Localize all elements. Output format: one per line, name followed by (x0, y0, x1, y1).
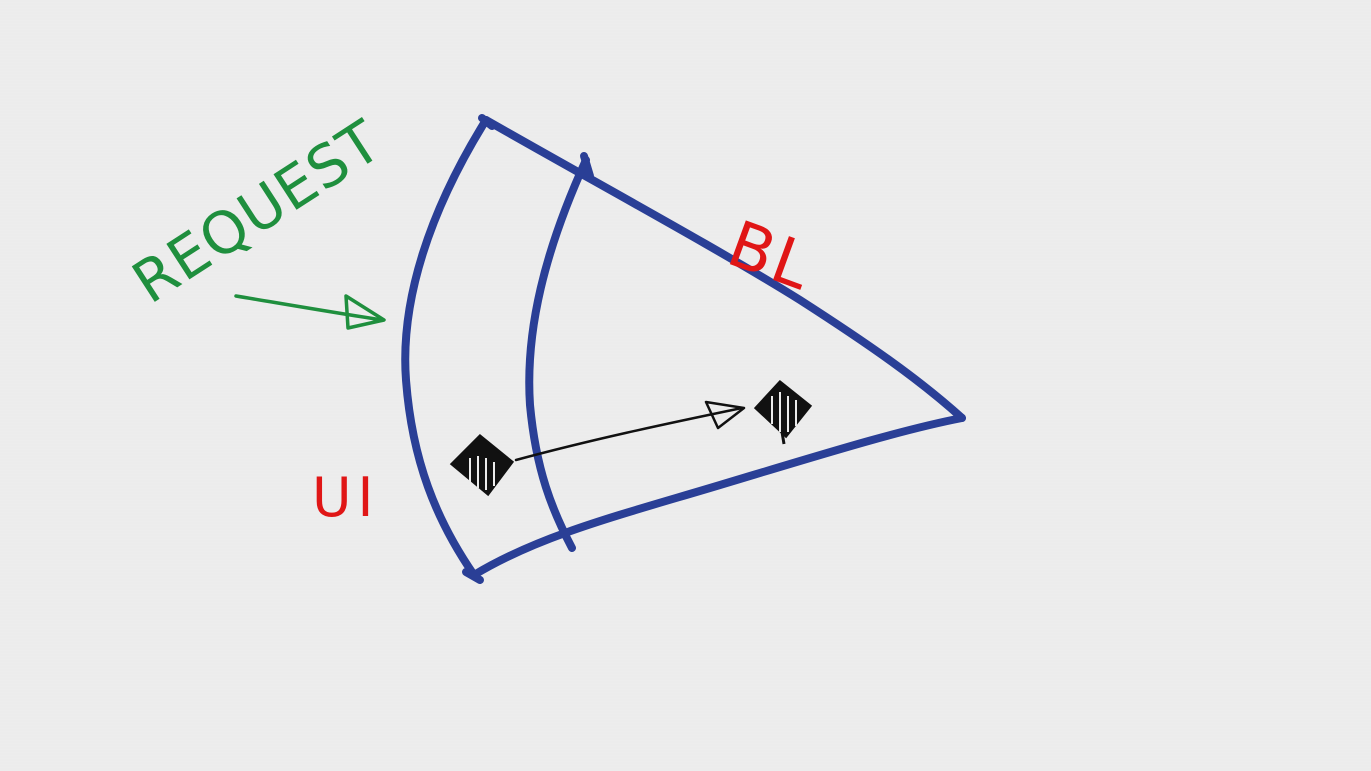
bl-layer-label: BL (719, 207, 823, 305)
sector-bottom-edge (470, 414, 966, 579)
layer-divider-arc (525, 156, 590, 552)
corner-tick-top (478, 114, 496, 130)
ui-block-hatch (469, 456, 495, 490)
bl-block-hatch (771, 392, 797, 432)
ui-to-bl-arrow (514, 400, 746, 462)
ui-layer-label: UI (312, 466, 379, 529)
sector-outer-arc (401, 116, 490, 579)
request-label: REQUEST (121, 107, 394, 317)
ui-to-bl-arrow-head (704, 400, 746, 430)
request-arrow-head (344, 294, 386, 330)
bl-block-fill (753, 379, 813, 439)
corner-tick-bottom (462, 568, 484, 584)
ui-component-icon (449, 433, 515, 497)
bl-block-tail (780, 431, 786, 445)
divider-tick-top (580, 152, 594, 180)
ui-to-bl-arrow-shaft (514, 406, 744, 462)
ui-block-fill (449, 433, 515, 497)
request-arrow (234, 294, 386, 330)
layer-sector (401, 114, 966, 584)
request-arrow-shaft (234, 294, 384, 322)
bl-component-icon (753, 379, 813, 445)
